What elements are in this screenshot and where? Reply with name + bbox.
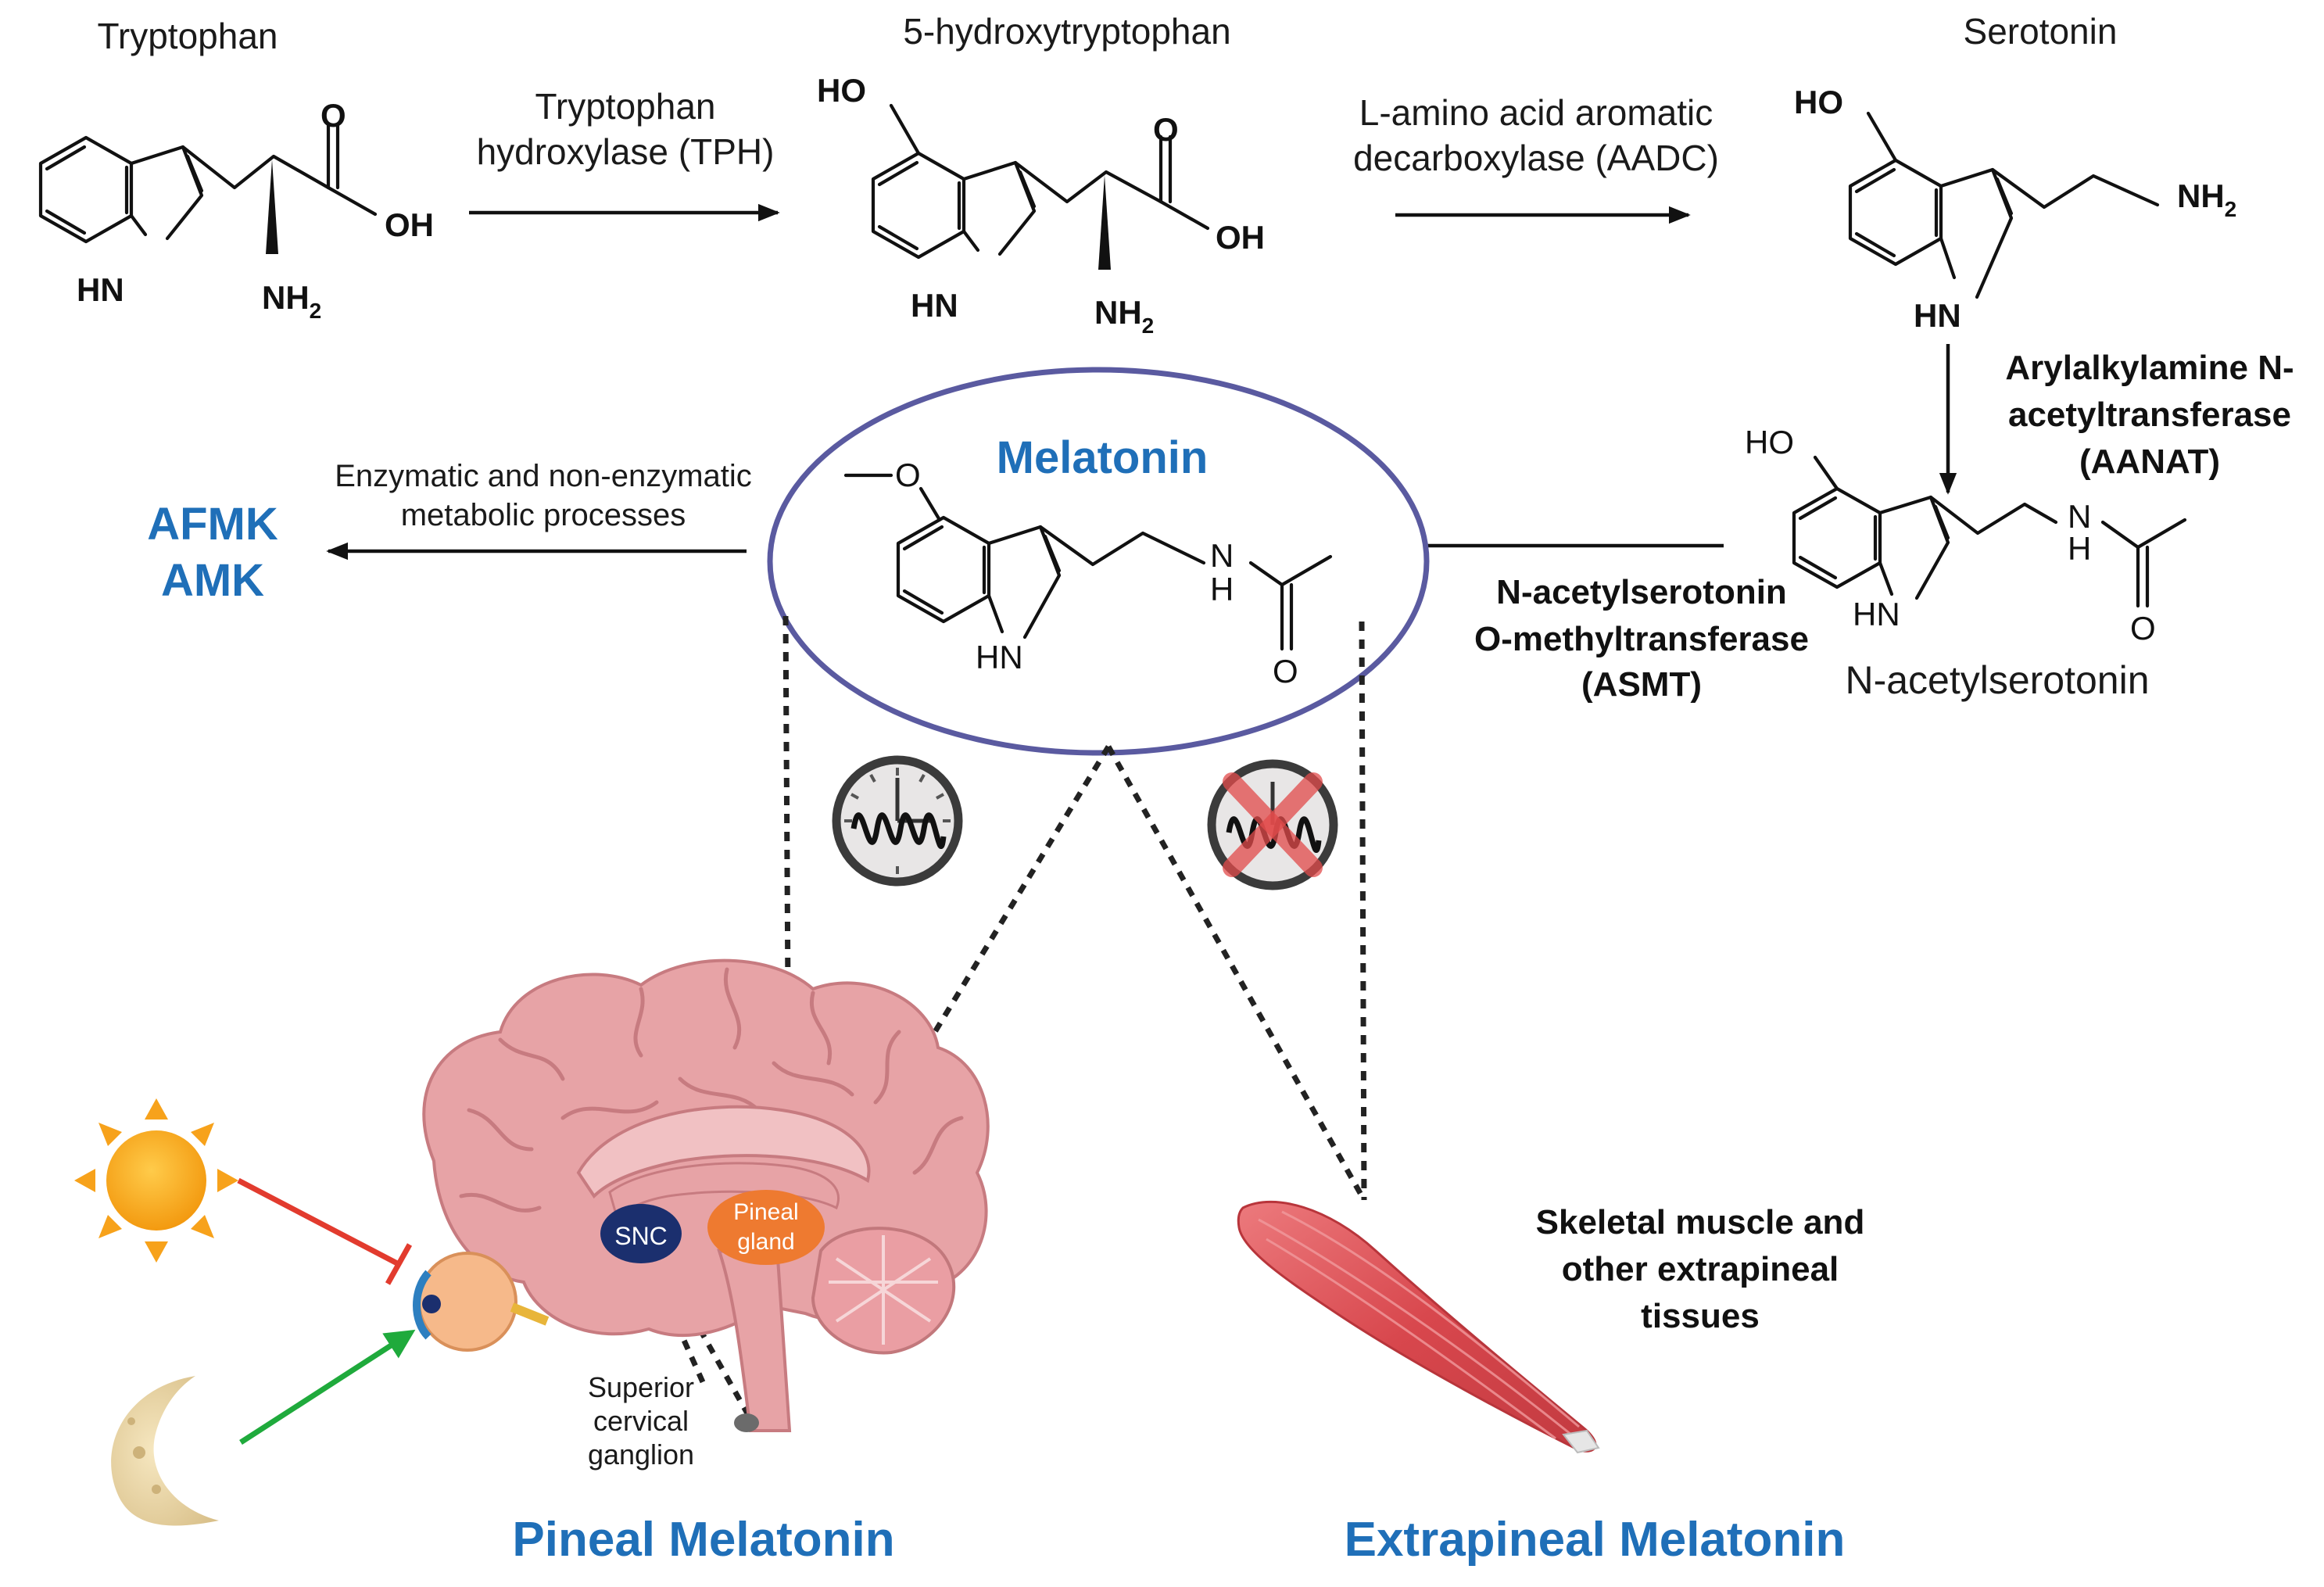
tph-label-2: hydroxylase (TPH) (477, 131, 775, 172)
melatonin-n: N (1210, 537, 1234, 574)
serotonin-nh2: NH2 (2177, 177, 2236, 221)
tph-label-1: Tryptophan (535, 86, 716, 127)
tissues-label-1: Skeletal muscle and (1536, 1203, 1865, 1241)
metabolism-label-2: metabolic processes (401, 498, 686, 532)
tph-reaction: Tryptophan hydroxylase (TPH) (469, 86, 780, 222)
scg-label-3: ganglion (588, 1438, 694, 1471)
htp-label: 5-hydroxytryptophan (903, 11, 1230, 52)
asmt-label-3: (ASMT) (1581, 665, 1702, 704)
serotonin-hn: HN (1914, 297, 1961, 334)
serotonin-group: Serotonin HO NH2 HN (1794, 11, 2236, 334)
htp-nh2: NH2 (1094, 294, 1154, 338)
nacetylserotonin-structure (1792, 455, 2187, 608)
snc-label: SNC (614, 1222, 668, 1250)
muscle-icon (1237, 1200, 1600, 1454)
melatonin-structure (843, 473, 1333, 651)
clock-rhythm-icon (832, 755, 963, 887)
aanat-label-1: Arylalkylamine N- (2005, 349, 2294, 387)
serotonin-ho: HO (1794, 84, 1843, 120)
aanat-label-3: (AANAT) (2079, 442, 2220, 481)
nacetylserotonin-h: H (2068, 530, 2091, 567)
eye-icon (413, 1252, 550, 1352)
metabolism-reaction: Enzymatic and non-enzymatic metabolic pr… (147, 459, 752, 606)
tryptophan-hn: HN (77, 271, 124, 308)
melatonin-hn: HN (976, 639, 1023, 675)
tryptophan-o: O (320, 97, 346, 134)
scg-label-group: Superior cervical ganglion (588, 1371, 694, 1471)
htp-hn: HN (911, 287, 958, 324)
asmt-label-2: O-methyltransferase (1474, 620, 1809, 658)
melatonin-o-methoxy: O (895, 457, 921, 493)
sun-inhibition-line (237, 1177, 413, 1285)
tissues-label-3: tissues (1641, 1297, 1760, 1335)
nacetylserotonin-group: HO N H O HN N-acetylserotonin (1745, 424, 2187, 702)
moon-icon (111, 1376, 219, 1526)
tryptophan-label: Tryptophan (98, 16, 278, 56)
moon-activation-arrow (239, 1329, 416, 1445)
scg-label-1: Superior (588, 1371, 694, 1403)
extrapineal-melatonin-title: Extrapineal Melatonin (1345, 1513, 1846, 1567)
pineal-label-2: gland (737, 1229, 794, 1255)
aanat-label-2: acetyltransferase (2008, 396, 2291, 434)
serotonin-label: Serotonin (1964, 11, 2118, 52)
htp-oh: OH (1216, 219, 1265, 256)
afmk-label: AFMK (147, 499, 278, 550)
tissues-label-2: other extrapineal (1562, 1250, 1839, 1288)
nacetylserotonin-hn: HN (1853, 596, 1900, 632)
metabolism-label-1: Enzymatic and non-enzymatic (335, 459, 752, 493)
asmt-label-1: N-acetylserotonin (1496, 573, 1787, 611)
tryptophan-structure (38, 123, 378, 254)
aadc-label-1: L-amino acid aromatic (1359, 92, 1713, 133)
melatonin-o: O (1273, 653, 1298, 690)
tryptophan-oh: OH (385, 206, 434, 243)
aanat-reaction: Arylalkylamine N- acetyltransferase (AAN… (1939, 344, 2294, 495)
nacetylserotonin-label: N-acetylserotonin (1845, 658, 2149, 702)
pineal-gland-node: Pineal gland (707, 1190, 825, 1265)
pineal-label-1: Pineal (733, 1199, 798, 1225)
melatonin-h: H (1210, 571, 1234, 607)
pineal-melatonin-title: Pineal Melatonin (512, 1513, 894, 1567)
htp-group: 5-hydroxytryptophan HO O OH HN NH2 (817, 11, 1265, 338)
brain-icon (422, 958, 990, 1432)
htp-o: O (1153, 111, 1179, 148)
nacetylserotonin-ho: HO (1745, 424, 1794, 460)
asmt-reaction: N-acetylserotonin O-methyltransferase (A… (1405, 536, 1809, 704)
tissues-label-group: Skeletal muscle and other extrapineal ti… (1536, 1203, 1865, 1335)
nacetylserotonin-n: N (2068, 498, 2091, 535)
serotonin-structure (1848, 111, 2160, 299)
aadc-reaction: L-amino acid aromatic decarboxylase (AAD… (1353, 92, 1719, 224)
aadc-label-2: decarboxylase (AADC) (1353, 138, 1719, 178)
melatonin-group: Melatonin O N H O HN (767, 367, 1430, 756)
tryptophan-group: Tryptophan O OH HN NH2 (38, 16, 434, 323)
htp-structure (871, 103, 1210, 270)
htp-ho: HO (817, 72, 866, 109)
amk-label: AMK (161, 555, 264, 606)
clock-rhythm-crossed-icon (1207, 759, 1338, 890)
snc-node: SNC (600, 1204, 682, 1263)
tryptophan-nh2: NH2 (262, 279, 321, 323)
scg-label-2: cervical (593, 1405, 689, 1437)
sun-icon (74, 1098, 238, 1263)
nacetylserotonin-o: O (2130, 610, 2156, 647)
melatonin-label: Melatonin (997, 432, 1209, 483)
